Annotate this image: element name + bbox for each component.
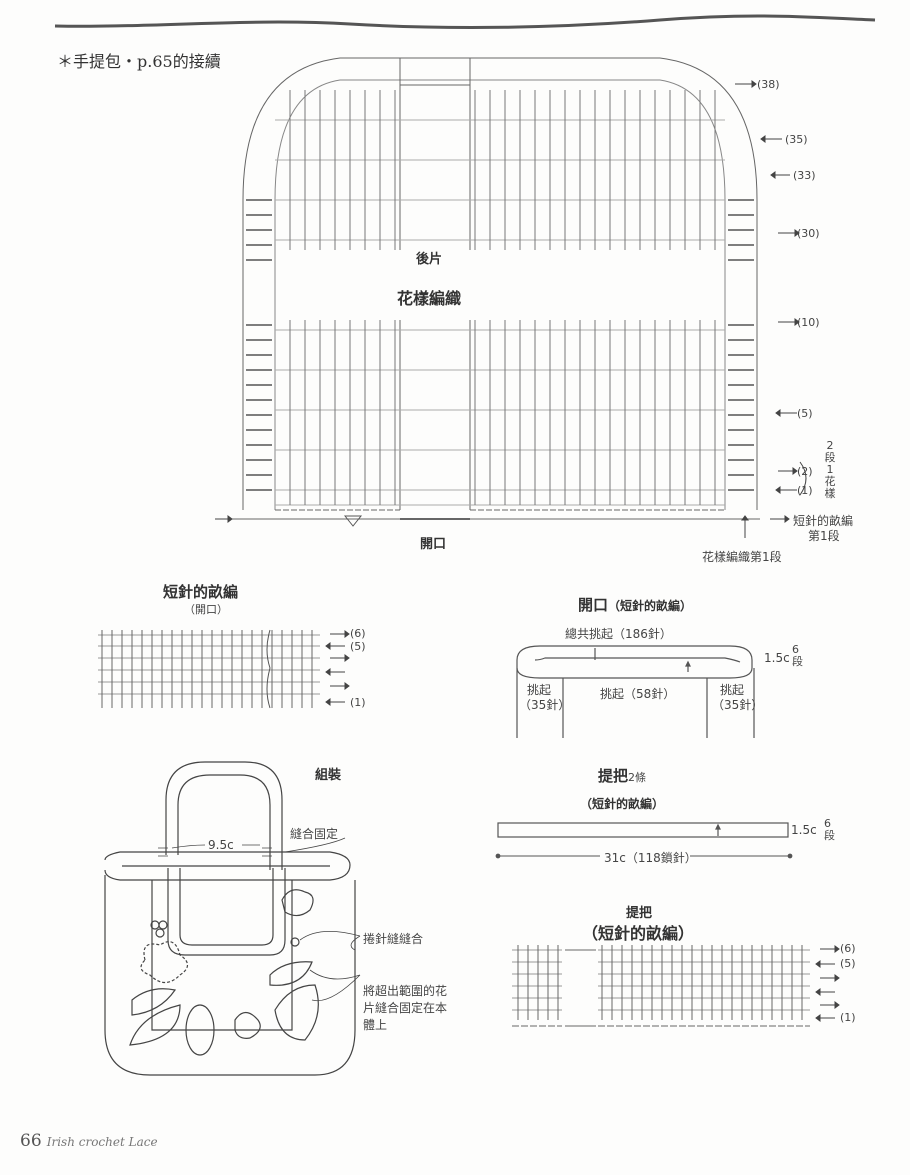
pattern-first-row-label: 花樣編織第1段 (702, 550, 782, 564)
chain-border (54, 14, 876, 29)
assembly-title: 組裝 (315, 768, 342, 783)
row-marker-1: (1) (797, 484, 813, 497)
handle-length: 31c（118鎖針） (604, 851, 697, 865)
row-marker-35: (35) (785, 133, 808, 146)
back-piece-label: 後片 (416, 252, 443, 267)
total-pickup-label: 總共挑起（186針） (565, 627, 672, 641)
handle-marker-6: (6) (840, 942, 856, 955)
right-pickup-1: 挑起 (720, 683, 745, 697)
assembly-drawing (104, 761, 361, 1076)
opening-diagram (516, 645, 755, 738)
handle-gap: 9.5c (208, 838, 234, 852)
row-marker-30: (30) (797, 227, 820, 240)
handle-chart (512, 945, 840, 1027)
row-arrows (215, 80, 807, 538)
sc-opening-title: 短針的畝編 (163, 583, 239, 601)
sew-fix-label: 縫合固定 (290, 827, 339, 841)
handle-diagram-subtitle: （短針的畝編） (580, 797, 665, 811)
sc-first-row-label: 短針的畝編 (793, 514, 854, 528)
assembly-note: 將超出範圍的花 片縫合固定在本 體上 (363, 984, 448, 1032)
page-heading: ＊手提包・p.65的接續 (57, 52, 221, 71)
center-pickup: 挑起（58針） (600, 687, 676, 701)
pattern-label: 花樣編織 (397, 289, 462, 308)
row-marker-38: (38) (757, 78, 780, 91)
sc-marker-1: (1) (350, 696, 366, 709)
handle-marker-5: (5) (840, 957, 856, 970)
page-number: 66 (20, 1131, 42, 1151)
opening-height: 1.5c (764, 651, 790, 665)
right-pickup-2: （35針） (712, 698, 764, 712)
handle-height: 1.5c (791, 823, 817, 837)
left-pickup-2: （35針） (519, 698, 571, 712)
handle-chart-title: 提把 (626, 906, 653, 921)
row-marker-2: (2) (797, 465, 813, 478)
sc-first-row-label2: 第1段 (808, 529, 840, 543)
back-piece-chart (232, 57, 760, 527)
sc-opening-chart (98, 629, 350, 709)
row-marker-33: (33) (793, 169, 816, 182)
handle-chart-subtitle: （短針的畝編） (582, 924, 695, 943)
opening-diagram-title: 開口（短針的畝編） (578, 596, 693, 614)
book-title: Irish crochet Lace (46, 1135, 158, 1149)
handle-marker-1: (1) (840, 1011, 856, 1024)
page-footer: 66 Irish crochet Lace (20, 1131, 158, 1151)
handle-diagram-title: 提把2條 (598, 767, 647, 785)
row-marker-10: (10) (797, 316, 820, 329)
sc-marker-5: (5) (350, 640, 366, 653)
whip-stitch-label: 捲針縫縫合 (363, 932, 424, 946)
sc-opening-subtitle: （開口） (184, 603, 228, 616)
sc-marker-6: (6) (350, 627, 366, 640)
handle-diagram (495, 822, 793, 859)
opening-label: 開口 (420, 537, 447, 552)
left-pickup-1: 挑起 (527, 683, 552, 697)
row-marker-5: (5) (797, 407, 813, 420)
repeat-note: 2 段 1 花 樣 (824, 439, 836, 500)
